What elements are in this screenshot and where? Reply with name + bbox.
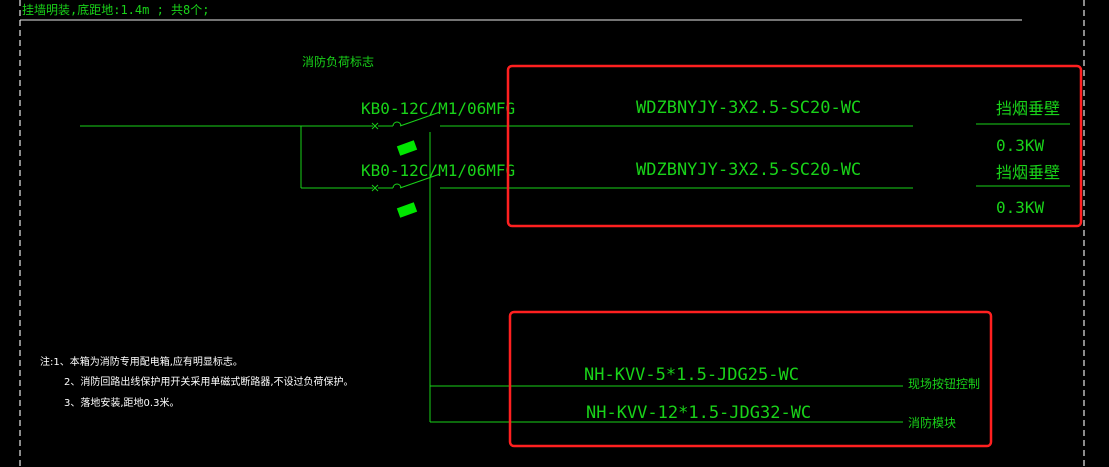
- note-line-3: 3、落地安装,距地0.3米。: [64, 396, 179, 409]
- breaker-label-2: KB0-12C/M1/06MFG: [361, 161, 515, 180]
- load-box-2: 挡烟垂壁 0.3KW: [976, 163, 1070, 217]
- load-name-1: 挡烟垂壁: [996, 99, 1060, 118]
- load-sign-label: 消防负荷标志: [302, 54, 374, 69]
- breaker-label-1: KB0-12C/M1/06MFG: [361, 99, 515, 118]
- cable-label-2: WDZBNYJY-3X2.5-SC20-WC: [636, 160, 861, 180]
- breaker-symbol-2: [371, 173, 913, 218]
- cable-label-1: WDZBNYJY-3X2.5-SC20-WC: [636, 98, 861, 118]
- load-name-2: 挡烟垂壁: [996, 163, 1060, 182]
- load-power-1: 0.3KW: [996, 136, 1045, 155]
- highlight-box-power: [506, 64, 1083, 228]
- control-target-1: 现场按钮控制: [908, 376, 980, 391]
- control-cable-label-2: NH-KVV-12*1.5-JDG32-WC: [586, 403, 811, 423]
- header-note: 挂墙明装,底距地:1.4m ; 共8个;: [22, 2, 209, 17]
- note-line-2: 2、消防回路出线保护用开关采用单磁式断路器,不设过负荷保护。: [64, 375, 354, 388]
- load-power-2: 0.3KW: [996, 198, 1045, 217]
- breaker-symbol-1: [371, 111, 913, 156]
- control-cable-label-1: NH-KVV-5*1.5-JDG25-WC: [584, 365, 799, 385]
- note-line-1: 注:1、本箱为消防专用配电箱,应有明显标志。: [40, 355, 243, 368]
- control-target-2: 消防模块: [908, 415, 956, 430]
- load-box-1: 挡烟垂壁 0.3KW: [976, 99, 1070, 155]
- highlight-box-control: [508, 310, 993, 448]
